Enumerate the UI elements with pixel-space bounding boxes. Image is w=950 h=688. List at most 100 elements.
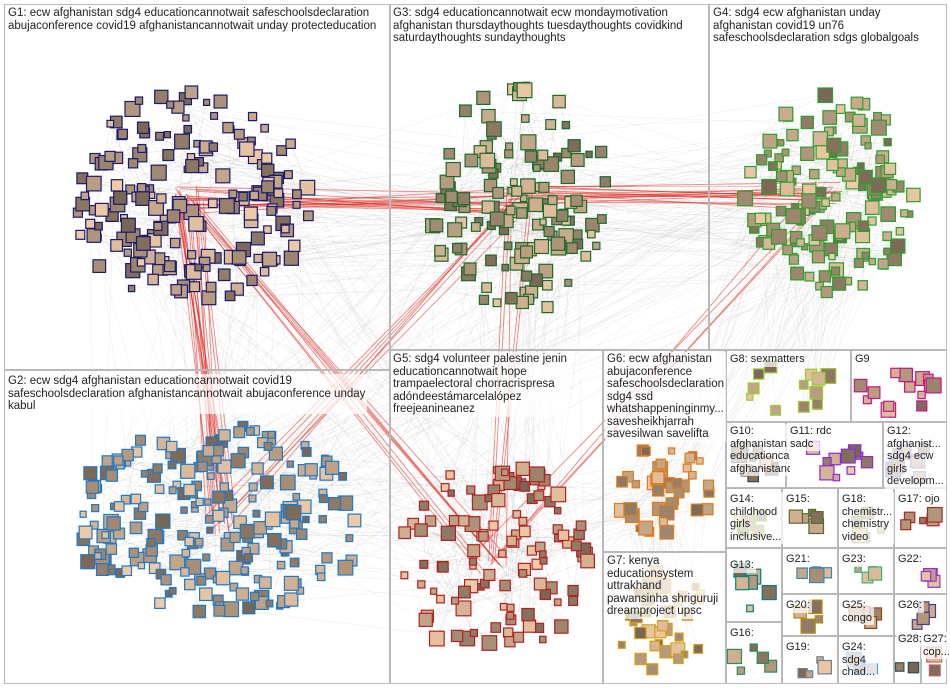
node-g2[interactable] (205, 499, 211, 505)
node-g1[interactable] (183, 115, 189, 121)
node-g4[interactable] (896, 228, 903, 235)
node-g11[interactable] (847, 467, 855, 475)
node-g2[interactable] (305, 464, 317, 476)
node-g5[interactable] (467, 486, 475, 494)
node-g4[interactable] (871, 120, 886, 135)
node-g3[interactable] (565, 279, 572, 286)
node-g20[interactable] (801, 619, 815, 633)
node-g1[interactable] (138, 122, 149, 133)
node-g5[interactable] (441, 526, 455, 540)
node-g5[interactable] (437, 595, 445, 603)
node-g4[interactable] (886, 180, 896, 190)
node-g4[interactable] (835, 224, 850, 239)
node-g1[interactable] (138, 184, 146, 192)
node-g2[interactable] (161, 575, 171, 585)
node-g2[interactable] (92, 505, 99, 512)
node-g4[interactable] (884, 139, 891, 146)
node-g5[interactable] (540, 551, 547, 558)
node-g1[interactable] (93, 260, 106, 273)
node-g1[interactable] (151, 165, 166, 180)
node-g3[interactable] (571, 154, 584, 167)
node-g15[interactable] (789, 510, 802, 523)
node-g4[interactable] (891, 239, 905, 253)
node-g1[interactable] (167, 101, 174, 108)
node-g2[interactable] (326, 461, 339, 474)
node-g2[interactable] (136, 435, 146, 445)
node-g20[interactable] (815, 616, 822, 623)
node-g3[interactable] (506, 206, 515, 215)
node-g17[interactable] (928, 508, 943, 523)
node-g6[interactable] (624, 503, 637, 516)
node-g1[interactable] (229, 190, 237, 198)
node-g1[interactable] (171, 285, 181, 295)
node-g1[interactable] (293, 201, 300, 208)
node-g1[interactable] (203, 265, 210, 272)
node-g1[interactable] (214, 95, 227, 108)
node-g2[interactable] (247, 428, 255, 436)
node-g3[interactable] (542, 302, 553, 313)
node-g4[interactable] (858, 221, 868, 231)
node-g1[interactable] (304, 211, 314, 221)
node-g27[interactable] (929, 665, 940, 676)
node-g7[interactable] (635, 653, 646, 664)
node-g1[interactable] (137, 237, 151, 251)
node-g2[interactable] (203, 446, 214, 457)
node-g7[interactable] (675, 633, 683, 641)
node-g2[interactable] (102, 532, 109, 539)
node-g5[interactable] (530, 467, 545, 482)
node-g3[interactable] (436, 194, 445, 203)
node-g2[interactable] (86, 481, 98, 493)
node-g2[interactable] (181, 568, 189, 576)
node-g2[interactable] (230, 532, 240, 542)
node-g6[interactable] (653, 485, 664, 496)
node-g1[interactable] (195, 264, 202, 271)
node-g2[interactable] (244, 554, 252, 562)
node-g1[interactable] (284, 251, 298, 265)
node-g5[interactable] (516, 462, 529, 475)
node-g1[interactable] (220, 199, 235, 214)
node-g2[interactable] (219, 430, 230, 441)
node-g15[interactable] (811, 512, 823, 524)
node-g19[interactable] (806, 671, 813, 678)
node-g2[interactable] (241, 567, 248, 574)
node-g23[interactable] (869, 567, 882, 580)
node-g4[interactable] (772, 229, 787, 244)
node-g1[interactable] (286, 139, 295, 148)
node-g1[interactable] (263, 252, 277, 266)
node-g3[interactable] (504, 242, 512, 250)
node-g1[interactable] (209, 199, 218, 208)
node-g1[interactable] (157, 194, 166, 203)
node-g5[interactable] (568, 586, 578, 596)
node-g2[interactable] (348, 514, 361, 527)
node-g4[interactable] (745, 167, 756, 178)
node-g1[interactable] (129, 285, 135, 291)
node-g5[interactable] (431, 588, 437, 594)
node-g4[interactable] (777, 171, 787, 181)
node-g4[interactable] (871, 178, 885, 192)
node-g4[interactable] (833, 277, 846, 290)
node-g3[interactable] (553, 95, 565, 107)
node-g1[interactable] (251, 232, 264, 245)
node-g1[interactable] (121, 218, 135, 232)
node-g1[interactable] (260, 268, 268, 276)
node-g4[interactable] (776, 206, 785, 215)
node-g2[interactable] (213, 445, 223, 455)
node-g1[interactable] (254, 254, 262, 262)
node-g3[interactable] (543, 204, 556, 217)
node-g4[interactable] (868, 217, 876, 225)
node-g1[interactable] (76, 230, 85, 239)
node-g4[interactable] (797, 239, 805, 247)
node-g3[interactable] (551, 237, 564, 250)
node-g2[interactable] (268, 534, 281, 547)
node-g2[interactable] (155, 485, 164, 494)
node-g1[interactable] (234, 129, 244, 139)
node-g1[interactable] (124, 249, 131, 256)
node-g9[interactable] (917, 401, 927, 411)
node-g5[interactable] (489, 521, 498, 530)
node-g2[interactable] (193, 605, 205, 617)
node-g7[interactable] (694, 645, 703, 654)
node-g2[interactable] (254, 522, 267, 535)
node-g2[interactable] (322, 553, 332, 563)
node-g1[interactable] (261, 125, 269, 133)
node-g4[interactable] (801, 116, 813, 128)
